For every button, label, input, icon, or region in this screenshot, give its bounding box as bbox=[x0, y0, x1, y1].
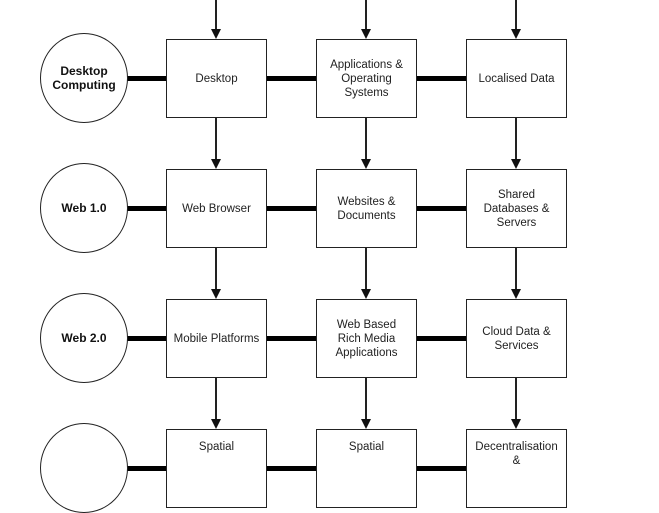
row-connector bbox=[266, 75, 317, 81]
concept-box: Spatial bbox=[316, 429, 417, 508]
arrowhead-icon bbox=[361, 29, 371, 39]
concept-label: Decentralisation & bbox=[475, 441, 558, 467]
row-connector bbox=[266, 335, 317, 341]
row-connector bbox=[127, 75, 167, 81]
flow-arrow-line bbox=[215, 0, 217, 30]
era-circle: Desktop Computing bbox=[40, 33, 128, 123]
concept-label: Localised Data bbox=[478, 72, 555, 85]
arrowhead-icon bbox=[211, 29, 221, 39]
flow-arrow-line bbox=[515, 247, 517, 290]
arrowhead-icon bbox=[511, 159, 521, 169]
concept-box: Shared Databases & Servers bbox=[466, 169, 567, 248]
concept-box: Mobile Platforms bbox=[166, 299, 267, 378]
era-circle: Web 1.0 bbox=[40, 163, 128, 253]
concept-box: Desktop bbox=[166, 39, 267, 118]
flow-arrow-line bbox=[515, 377, 517, 420]
row-connector bbox=[127, 205, 167, 211]
arrowhead-icon bbox=[211, 419, 221, 429]
concept-label: Web Browser bbox=[182, 202, 251, 215]
arrowhead-icon bbox=[361, 159, 371, 169]
flow-arrow-line bbox=[515, 117, 517, 160]
concept-label: Websites & Documents bbox=[337, 195, 396, 222]
concept-label: Applications & Operating Systems bbox=[330, 58, 403, 99]
row-connector bbox=[416, 75, 467, 81]
arrowhead-icon bbox=[511, 289, 521, 299]
flow-arrow-line bbox=[365, 0, 367, 30]
flow-arrow-line bbox=[215, 117, 217, 160]
row-connector bbox=[266, 205, 317, 211]
row-connector bbox=[416, 205, 467, 211]
row-connector bbox=[266, 465, 317, 471]
flow-arrow-line bbox=[515, 0, 517, 30]
concept-box: Applications & Operating Systems bbox=[316, 39, 417, 118]
concept-box: Localised Data bbox=[466, 39, 567, 118]
arrowhead-icon bbox=[361, 419, 371, 429]
flow-arrow-line bbox=[365, 247, 367, 290]
concept-label: Shared Databases & Servers bbox=[483, 188, 550, 229]
concept-label: Mobile Platforms bbox=[173, 332, 260, 345]
flow-arrow-line bbox=[365, 377, 367, 420]
arrowhead-icon bbox=[211, 159, 221, 169]
flow-arrow-line bbox=[215, 377, 217, 420]
flow-arrow-line bbox=[215, 247, 217, 290]
arrowhead-icon bbox=[511, 419, 521, 429]
concept-box: Decentralisation & bbox=[466, 429, 567, 508]
evolution-flow-diagram: Desktop Computing Desktop Applications & O… bbox=[40, 0, 567, 513]
concept-label: Cloud Data & Services bbox=[482, 325, 551, 352]
concept-label: Web Based Rich Media Applications bbox=[335, 318, 398, 359]
era-circle: Web 2.0 bbox=[40, 293, 128, 383]
concept-box: Cloud Data & Services bbox=[466, 299, 567, 378]
row-connector bbox=[127, 465, 167, 471]
era-label: Web 2.0 bbox=[61, 331, 107, 345]
concept-box: Spatial bbox=[166, 429, 267, 508]
concept-label: Spatial bbox=[198, 441, 235, 453]
arrowhead-icon bbox=[361, 289, 371, 299]
flow-arrow-line bbox=[365, 117, 367, 160]
row-connector bbox=[416, 335, 467, 341]
row-connector bbox=[127, 335, 167, 341]
era-label: Desktop Computing bbox=[52, 64, 116, 92]
arrowhead-icon bbox=[211, 289, 221, 299]
concept-box: Web Based Rich Media Applications bbox=[316, 299, 417, 378]
concept-label: Spatial bbox=[348, 441, 385, 453]
arrowhead-icon bbox=[511, 29, 521, 39]
era-circle bbox=[40, 423, 128, 513]
concept-box: Web Browser bbox=[166, 169, 267, 248]
concept-label: Desktop bbox=[195, 72, 238, 85]
era-label: Web 1.0 bbox=[61, 201, 107, 215]
concept-box: Websites & Documents bbox=[316, 169, 417, 248]
row-connector bbox=[416, 465, 467, 471]
